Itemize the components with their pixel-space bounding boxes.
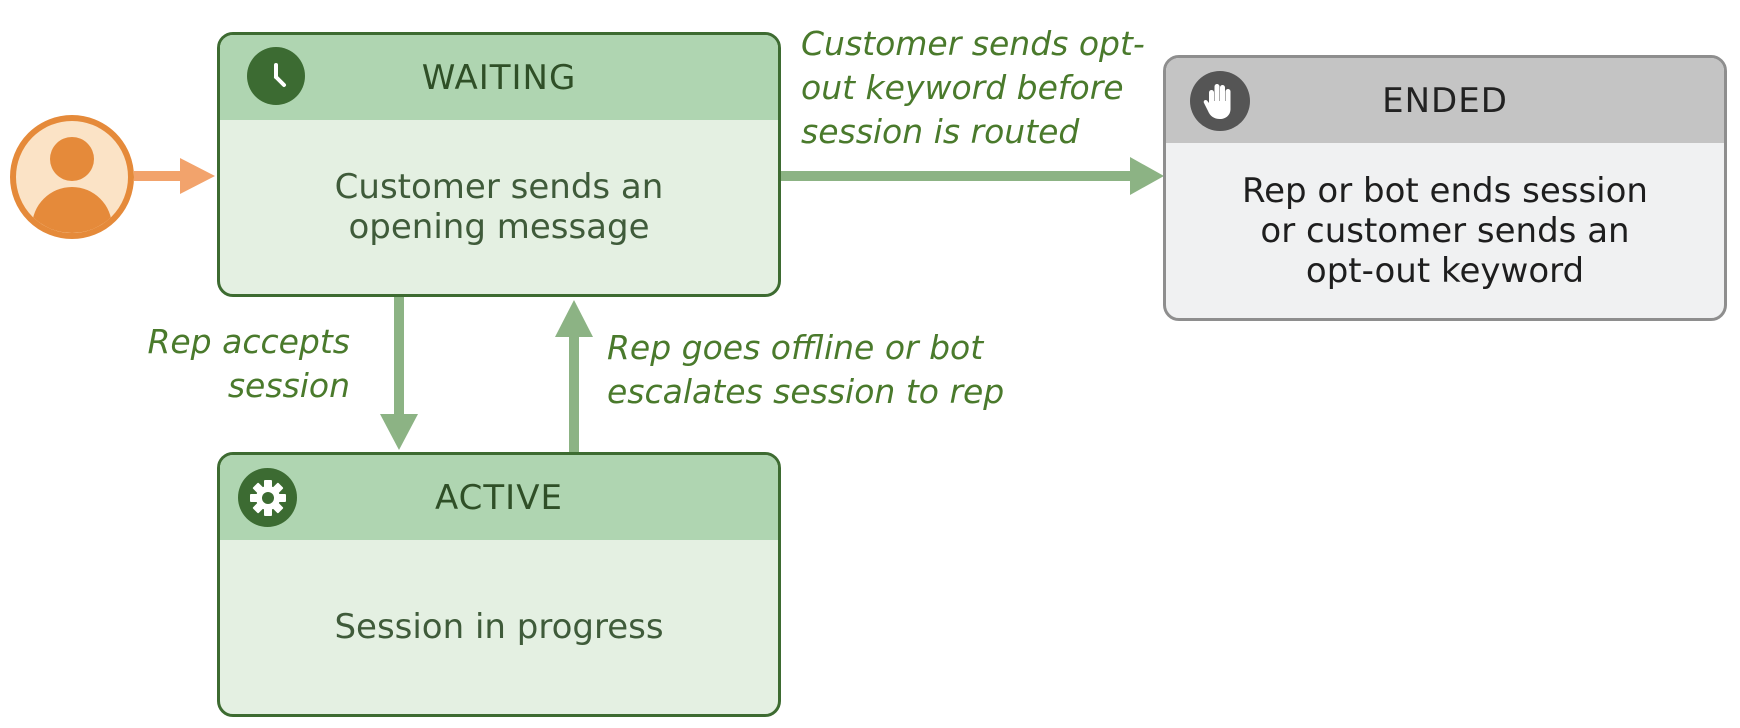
transition-label-opt-out: Customer sends opt- out keyword before s… xyxy=(801,24,1145,151)
state-waiting: WAITING Customer sends an opening messag… xyxy=(217,32,781,297)
gear-icon xyxy=(238,468,297,527)
clock-icon xyxy=(247,47,305,105)
state-waiting-body: Customer sends an opening message xyxy=(220,120,778,294)
state-ended-body: Rep or bot ends session or customer send… xyxy=(1166,143,1724,318)
transition-label-escalate: Rep goes offline or bot escalates sessio… xyxy=(607,328,1005,411)
state-active-description: Session in progress xyxy=(334,607,664,647)
state-active-body: Session in progress xyxy=(220,540,778,714)
state-ended: ENDED Rep or bot ends session or custome… xyxy=(1163,55,1727,321)
state-ended-title: ENDED xyxy=(1382,80,1508,121)
state-waiting-description: Customer sends an opening message xyxy=(334,167,664,247)
customer-avatar-icon xyxy=(10,115,134,239)
hand-stop-icon xyxy=(1190,71,1250,131)
start-arrow xyxy=(134,158,215,194)
state-ended-header: ENDED xyxy=(1166,58,1724,143)
arrow-waiting-to-active xyxy=(380,297,418,450)
state-waiting-title: WAITING xyxy=(421,57,577,98)
transition-label-rep-accepts: Rep accepts session xyxy=(147,322,350,405)
state-active: ACTIVE Session in progress xyxy=(217,452,781,717)
state-active-header: ACTIVE xyxy=(220,455,778,540)
arrow-active-to-waiting xyxy=(555,300,593,452)
state-ended-description: Rep or bot ends session or customer send… xyxy=(1242,170,1648,291)
state-waiting-header: WAITING xyxy=(220,35,778,120)
state-active-title: ACTIVE xyxy=(435,477,563,518)
arrow-waiting-to-ended xyxy=(781,157,1164,195)
